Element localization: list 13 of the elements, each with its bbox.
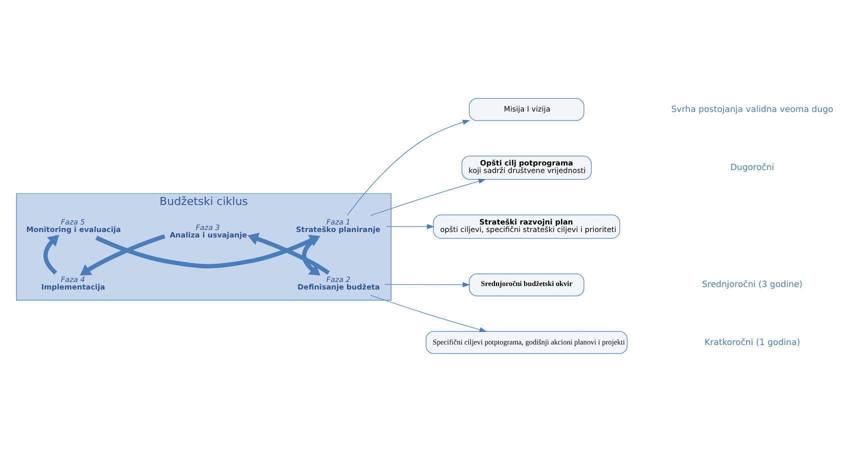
arrow <box>302 236 320 276</box>
arrow <box>95 234 320 268</box>
arrow <box>370 178 486 216</box>
arrow <box>80 234 166 276</box>
arrow <box>384 282 470 288</box>
arrow <box>346 120 470 216</box>
label: Srednjoročni (3 godine) <box>702 280 803 290</box>
label: Dugoročni <box>730 163 774 174</box>
arrow <box>248 232 330 275</box>
label: Svrha postojanja validna veoma dugo <box>671 104 834 115</box>
label: Kratkoročni (1 godina) <box>704 338 800 348</box>
arrow <box>386 224 434 230</box>
arrow <box>370 295 487 332</box>
